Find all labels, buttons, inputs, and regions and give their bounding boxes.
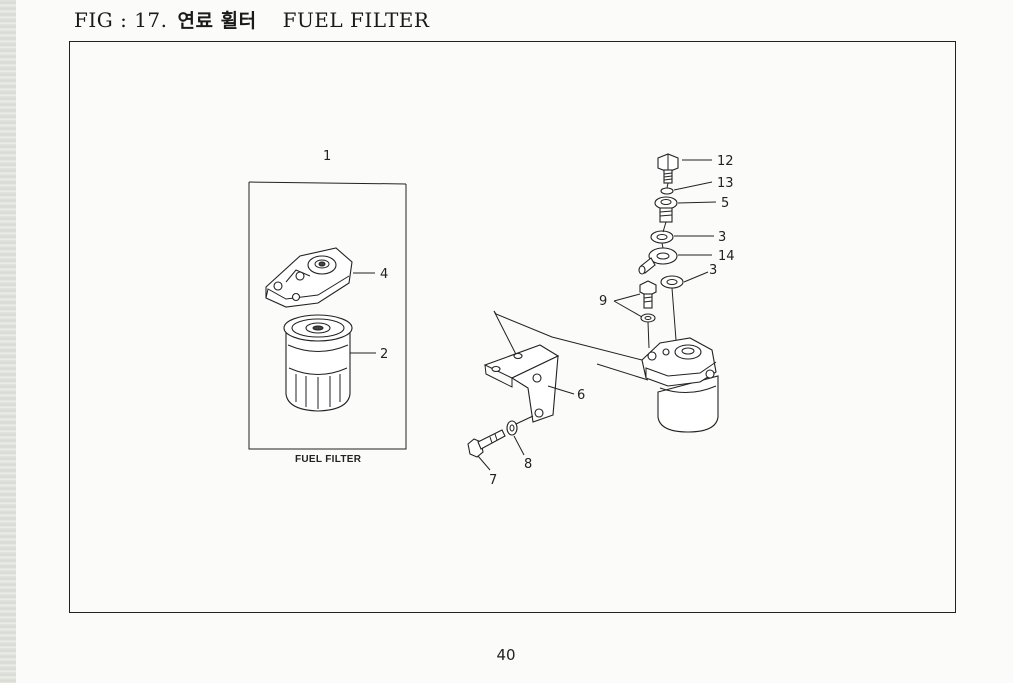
bracket-part [483, 344, 560, 423]
callout-9: 9 [599, 294, 607, 309]
leader-lines [350, 159, 717, 471]
callout-8: 8 [524, 457, 532, 472]
filter-body-assembly [641, 337, 719, 433]
callout-5: 5 [721, 196, 729, 211]
fig-label: FIG : 17. [74, 8, 168, 32]
page-number: 40 [496, 646, 516, 664]
title-english: FUEL FILTER [282, 8, 430, 32]
filter-kit-inset [248, 181, 407, 450]
filter-head-part [265, 247, 353, 308]
o-ring-part [660, 187, 674, 195]
washer-upper-part [650, 230, 674, 244]
callout-6: 6 [577, 388, 585, 403]
filter-cartridge-part [283, 314, 353, 412]
callout-3-upper: 3 [718, 230, 726, 245]
callout-12: 12 [717, 154, 734, 169]
callout-3-lower: 3 [709, 263, 717, 278]
bleeder-screw-part [654, 196, 678, 223]
washer-bracket-part [506, 415, 534, 436]
title-korean: 연료 휠터 [177, 10, 257, 32]
callout-2: 2 [380, 347, 388, 362]
callout-13: 13 [717, 176, 734, 191]
washer-lower-part [660, 275, 684, 289]
diagram-frame [69, 41, 956, 613]
small-bolt-part [639, 280, 657, 323]
callout-labels: 1 4 2 12 13 5 3 14 3 9 6 7 8 FUEL FILTER [295, 149, 735, 488]
eye-joint-part [638, 247, 678, 275]
callout-4: 4 [380, 267, 388, 282]
callout-14: 14 [718, 249, 735, 264]
scan-binding-edge [0, 0, 16, 683]
callout-7: 7 [489, 473, 497, 488]
mounting-bolt-part [467, 429, 506, 458]
hollow-bolt-part [657, 153, 679, 184]
callout-1: 1 [323, 149, 331, 164]
inset-caption: FUEL FILTER [295, 454, 362, 465]
page-title: FIG : 17. 연료 휠터 FUEL FILTER [74, 6, 429, 36]
